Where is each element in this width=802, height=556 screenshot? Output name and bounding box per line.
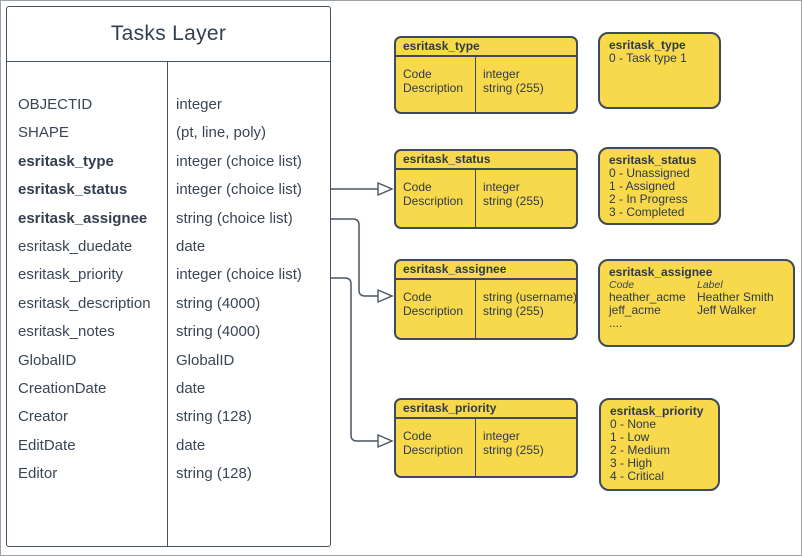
tasks-layer-table: Tasks Layer OBJECTID SHAPE esritask_type… [6,6,331,547]
tasks-layer-title: Tasks Layer [7,7,330,62]
domain-table-esritask-type: esritask_type Code Description integer s… [394,36,578,114]
domain-field-types: integer string (255) [483,67,544,95]
assignee-label: Heather Smith [697,290,774,304]
value-item: 2 - In Progress [609,191,688,206]
value-list-esritask-status: esritask_status 0 - Unassigned 1 - Assig… [598,147,721,225]
field-name: Editor [18,465,58,483]
column-header: Label [697,279,723,291]
value-item: 0 - Task type 1 [609,51,687,65]
domain-field-names: Code Description [396,57,476,112]
field-type: integer (choice list) [176,266,302,284]
assignee-value-table: Code Label heather_acme Heather Smith je… [609,279,784,317]
field-name: EditDate [18,436,76,454]
domain-table-esritask-status: esritask_status Code Description integer… [394,149,578,229]
value-list-esritask-priority: esritask_priority 0 - None 1 - Low 2 - M… [599,398,720,491]
field-name-column: OBJECTID SHAPE esritask_type esritask_st… [7,62,168,546]
field-type-column: integer (pt, line, poly) integer (choice… [168,62,330,546]
field-type: date [176,379,206,397]
more-ellipsis: .... [609,316,623,331]
value-list-esritask-assignee: esritask_assignee Code Label heather_acm… [598,259,795,347]
value-item: 1 - Assigned [609,178,676,193]
domain-table-esritask-priority: esritask_priority Code Description integ… [394,398,578,478]
domain-field-names: Code Description [396,419,476,476]
field-type: GlobalID [176,351,235,369]
value-list-title: esritask_priority [610,404,704,418]
arrowhead-assignee [377,288,394,304]
column-header: Code [609,279,635,291]
field-type: string (4000) [176,294,261,312]
arrowhead-status [377,181,394,197]
tasks-layer-fields: OBJECTID SHAPE esritask_type esritask_st… [7,62,330,546]
field-type: (pt, line, poly) [176,124,267,142]
value-list-title: esritask_status [609,153,697,167]
assignee-code: jeff_acme [609,303,661,318]
field-type: string (128) [176,465,252,483]
field-name: esritask_priority [18,266,124,284]
field-type: string (choice list) [176,209,293,227]
field-type: date [176,237,206,255]
value-item: 0 - None [610,417,657,431]
connector-priority [331,277,378,442]
domain-field-names: Code Description [396,280,476,338]
domain-table-title: esritask_status [396,151,576,170]
field-type: string (4000) [176,323,261,341]
field-name: esritask_description [18,294,151,312]
field-name: OBJECTID [18,96,93,113]
assignee-label: Jeff Walker [697,303,757,318]
value-item: 1 - Low [610,429,650,444]
connector-assignee [331,218,378,297]
value-list-esritask-type: esritask_type 0 - Task type 1 [598,32,721,109]
domain-field-types: string (username) string (255) [483,290,578,318]
field-name: GlobalID [18,351,77,369]
field-name: SHAPE [18,124,69,142]
field-name: esritask_assignee [18,209,148,227]
domain-field-types: integer string (255) [483,180,544,208]
value-item: 2 - Medium [610,442,671,457]
value-item: 0 - Unassigned [609,166,690,180]
field-type: integer (choice list) [176,152,302,170]
field-name: Creator [18,408,69,426]
field-name: esritask_duedate [18,237,133,255]
field-name: esritask_status [18,181,128,199]
domain-field-names: Code Description [396,170,476,227]
field-type: string (128) [176,408,252,426]
domain-field-types: integer string (255) [483,429,544,457]
field-type: integer (choice list) [176,181,302,199]
field-name: esritask_notes [18,323,115,341]
value-item: 3 - High [610,455,653,470]
arrowhead-priority [377,433,394,449]
domain-table-title: esritask_priority [396,400,576,419]
domain-table-title: esritask_type [396,38,576,57]
value-list-title: esritask_type [609,38,686,52]
assignee-code: heather_acme [609,290,686,304]
domain-table-esritask-assignee: esritask_assignee Code Description strin… [394,259,578,340]
field-name: esritask_type [18,152,114,170]
domain-table-title: esritask_assignee [396,261,576,280]
value-list-title: esritask_assignee [609,265,713,279]
value-item: 4 - Critical [610,468,665,483]
field-type: integer [176,96,222,113]
field-name: CreationDate [18,379,107,397]
value-item: 3 - Completed [609,204,685,219]
field-type: date [176,436,206,454]
